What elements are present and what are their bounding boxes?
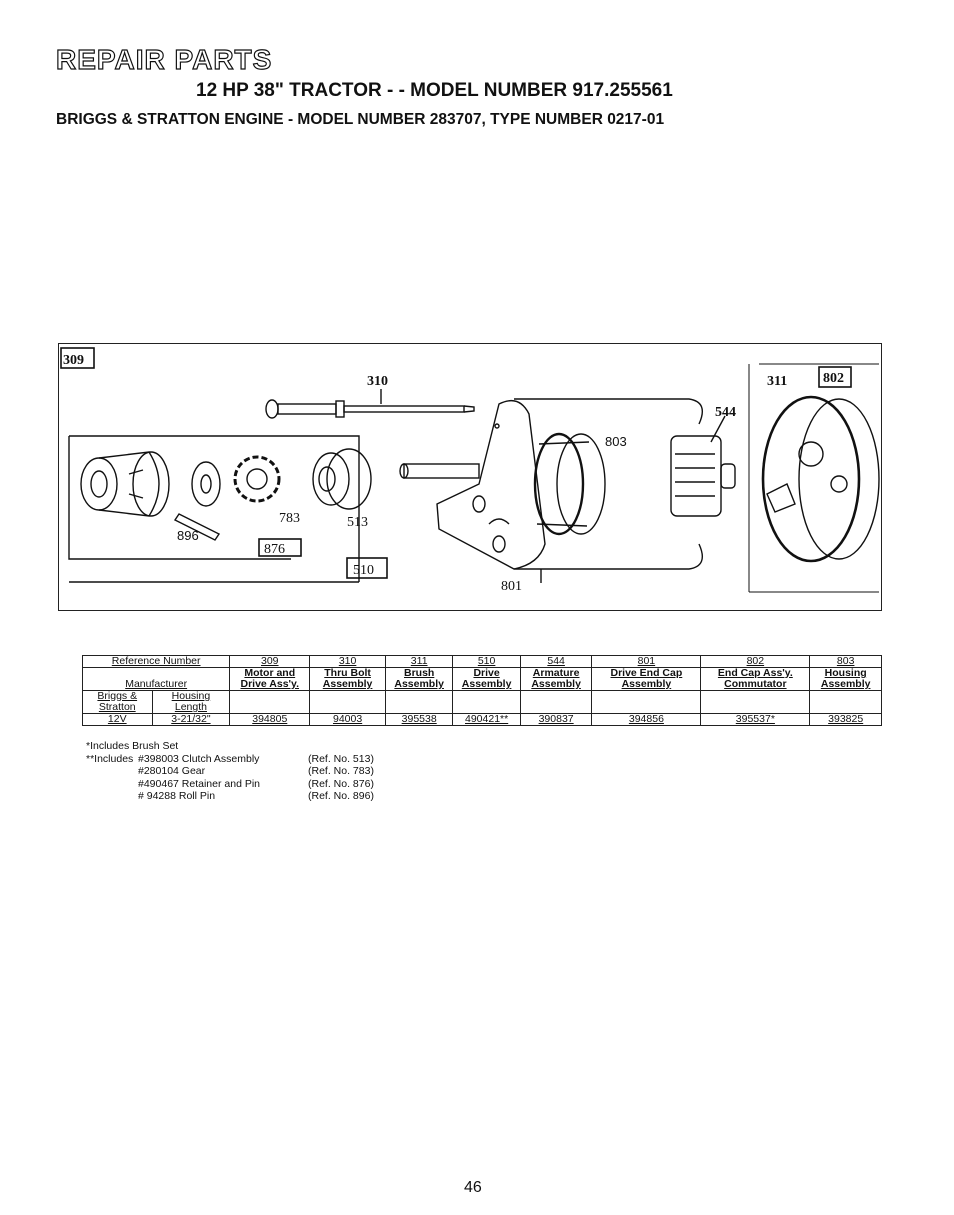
label-801: 801 [501,579,522,594]
label-802: 802 [823,371,844,386]
table-row-subheader: Briggs & Stratton Housing Length [82,690,882,714]
note-ref: (Ref. No. 896) [308,790,374,802]
desc-cell: Brush Assembly [384,667,454,691]
label-box-309 [60,347,95,369]
note-part: #280104 Gear [138,765,206,777]
note-part: #490467 Retainer and Pin [138,777,261,790]
part-number-cell: 393825 [809,713,882,726]
desc-cell: Armature Assembly [519,667,593,691]
label-309: 309 [63,353,84,368]
brush-note: *Includes Brush Set [86,740,179,752]
note-ref: (Ref. No. 783) [308,765,374,777]
includes-label: **Includes [86,752,134,765]
list-item: #490467 Retainer and Pin (Ref. No. 876) [86,778,374,791]
voltage-cell: 12V [82,713,153,726]
table-row-ref: Reference Number 309 310 311 510 544 801… [81,655,882,668]
ref-cell: 801 [591,655,702,668]
table-row-parts: 12V 3-21/32" 394805 94003 395538 490421*… [82,713,882,726]
label-783: 783 [279,511,300,526]
engine-model-heading: BRIGGS & STRATTON ENGINE - MODEL NUMBER … [56,111,665,128]
label-544: 544 [715,405,736,420]
desc-cell: End Cap Ass'y. Commutator [700,667,811,691]
list-item: # 94288 Roll Pin (Ref. No. 896) [86,790,374,803]
label-310: 310 [367,374,388,389]
page-title: REPAIR PARTS [55,43,273,75]
ref-cell: 309 [229,655,311,668]
ref-cell: 803 [809,655,882,668]
note-part: # 94288 Roll Pin [138,790,216,802]
label-876: 876 [264,542,285,557]
ref-cell: 802 [700,655,811,668]
ref-cell: 310 [309,655,386,668]
length-cell: 3-21/32" [151,713,231,726]
drive-box-outline [69,435,360,582]
note-part: #398003 Clutch Assembly [138,752,260,765]
label-311: 311 [767,374,787,389]
briggs-cell: Briggs & Stratton [82,690,153,714]
tractor-model-heading: 12 HP 38" TRACTOR - - MODEL NUMBER 917.2… [196,80,673,101]
desc-cell: Drive Assembly [452,667,521,691]
manufacturer-header: Manufacturer [81,667,231,691]
part-number-cell: 394856 [591,713,702,726]
note-ref: (Ref. No. 513) [308,752,374,765]
desc-cell: Drive End Cap Assembly [591,667,702,691]
label-box-802 [818,366,852,388]
part-number-cell: 395537* [700,713,811,726]
part-number-cell: 94003 [309,713,386,726]
ref-number-header: Reference Number [81,655,231,668]
desc-cell: Housing Assembly [809,667,882,691]
label-510: 510 [353,563,374,578]
desc-cell: Thru Bolt Assembly [309,667,386,691]
part-number-cell: 395538 [384,713,454,726]
list-item: **Includes #398003 Clutch Assembly (Ref.… [86,753,374,766]
diagram-svg: 309 310 311 802 544 803 801 510 876 783 … [60,347,880,594]
label-513: 513 [347,515,368,530]
table-row-desc: Manufacturer Motor and Drive Ass'y. Thru… [81,667,882,691]
note-ref: (Ref. No. 876) [308,777,374,790]
part-number-cell: 390837 [519,713,593,726]
label-box-876 [258,538,302,557]
page-number: 46 [464,1179,482,1196]
label-896: 896 [177,528,199,543]
ref-cell: 311 [384,655,454,668]
ref-cell: 544 [519,655,593,668]
ref-cell: 510 [452,655,521,668]
label-box-510 [346,557,388,579]
housing-length-header: Housing Length [151,690,231,714]
list-item: #280104 Gear (Ref. No. 783) [86,765,374,778]
footnotes: *Includes Brush Set **Includes #398003 C… [86,740,374,803]
starter-exploded-diagram: 309 310 311 802 544 803 801 510 876 783 … [58,343,882,611]
label-803: 803 [605,434,627,449]
desc-cell: Motor and Drive Ass'y. [229,667,311,691]
part-number-cell: 490421** [452,713,521,726]
part-number-cell: 394805 [229,713,311,726]
parts-table: Reference Number 309 310 311 510 544 801… [81,655,882,726]
